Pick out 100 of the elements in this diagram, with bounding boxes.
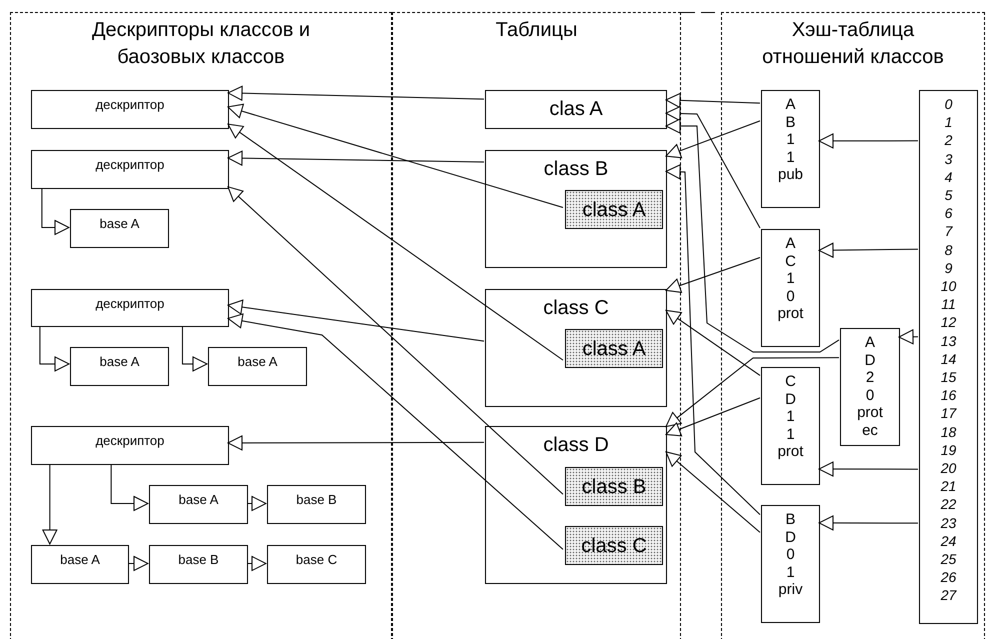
table-title: class B [542, 157, 610, 181]
hash-index: 3 [944, 150, 954, 168]
record-field: 1 [762, 270, 819, 288]
box-label: base A [98, 353, 140, 370]
base-class-box [149, 485, 248, 524]
hash-array-box [919, 90, 978, 624]
base-class-box [267, 545, 366, 584]
record-field: pub [762, 166, 819, 184]
record-field: 1 [762, 564, 819, 581]
hash-index: 13 [940, 332, 958, 350]
relation-record-box [761, 505, 820, 623]
relation-record-box [761, 229, 820, 347]
nested-class-box [565, 190, 663, 229]
base-class-box [70, 347, 169, 386]
hash-index: 14 [940, 350, 958, 368]
arrow [228, 124, 564, 361]
class-table-box [485, 426, 667, 584]
box-label: class B [580, 475, 648, 499]
arrow [898, 329, 918, 344]
relation-record-box [761, 90, 820, 208]
arrow [666, 451, 760, 533]
record-field: C [762, 373, 819, 390]
hash-index: 16 [940, 386, 958, 404]
hash-index: 25 [940, 550, 958, 568]
arrow [228, 186, 564, 495]
arrow [666, 257, 760, 293]
arrow [182, 326, 208, 372]
lane-heading: Хэш-таблица отношений классов [761, 18, 945, 70]
table-title: class C [542, 296, 610, 320]
arrow [666, 357, 840, 428]
arrow [39, 326, 70, 372]
arrow [666, 120, 760, 158]
box-label: дескриптор [94, 156, 166, 173]
box-label: дескриптор [94, 432, 166, 449]
arrow [666, 397, 760, 436]
arrow [246, 496, 266, 511]
record-field: A [762, 235, 819, 252]
relation-record-box [840, 328, 900, 446]
hash-index: 27 [940, 586, 958, 605]
record-field: B [762, 114, 819, 131]
hash-index: 23 [940, 514, 958, 532]
box-label: дескриптор [94, 295, 166, 312]
box-label: base A [178, 491, 220, 508]
table-title: clas A [548, 97, 604, 121]
box-label: base B [177, 551, 220, 568]
record-field: B [762, 511, 819, 528]
arrow [818, 462, 918, 477]
box-label: дескриптор [94, 96, 166, 113]
record-field: A [762, 96, 819, 114]
record-field: 1 [762, 408, 819, 426]
base-class-box [70, 209, 169, 248]
arrow [818, 242, 918, 258]
hash-index: 17 [940, 404, 958, 423]
hash-index: 11 [940, 295, 957, 314]
arrow [41, 188, 70, 235]
lane-heading: Дескрипторы классов и баозовых классов [90, 18, 312, 70]
arrow [666, 164, 760, 516]
record-field: A [841, 334, 899, 352]
arrow [228, 86, 484, 101]
arrow [246, 556, 266, 571]
base-class-box [267, 485, 366, 524]
record-field: D [841, 352, 899, 369]
record-field: priv [762, 581, 819, 598]
arrow [818, 133, 918, 148]
record-field: C [762, 252, 819, 270]
box-label: class A [581, 198, 647, 222]
record-field: 1 [762, 426, 819, 443]
nested-class-box [565, 467, 663, 506]
arrow [666, 106, 760, 228]
hash-index: 2 [944, 131, 954, 150]
hash-index: 18 [940, 422, 958, 441]
hash-index: 21 [940, 477, 958, 496]
hash-index: 8 [944, 240, 954, 259]
descriptor-box [31, 426, 229, 465]
hash-index: 9 [944, 258, 954, 278]
arrow [42, 464, 58, 544]
descriptor-box [31, 90, 229, 129]
box-label: base A [236, 353, 278, 370]
record-field: prot [841, 404, 899, 422]
record-field: 1 [762, 131, 819, 148]
arrow [666, 118, 840, 352]
arrow [128, 556, 148, 571]
swimlane [10, 12, 392, 639]
hash-index: 5 [944, 186, 954, 204]
arrow [228, 313, 564, 550]
base-class-box [31, 545, 129, 584]
swimlane [392, 12, 681, 639]
arrow [228, 435, 484, 450]
hash-index: 20 [940, 459, 958, 478]
descriptor-box [31, 289, 229, 327]
hash-index: 19 [940, 440, 958, 460]
nested-class-box [565, 329, 663, 368]
nested-class-box [565, 526, 663, 565]
record-field: ec [841, 422, 899, 439]
hash-index: 7 [944, 222, 954, 241]
swimlane [721, 12, 985, 639]
arrow [228, 150, 484, 166]
box-label: base A [98, 215, 140, 232]
class-table-box [485, 150, 667, 268]
hash-index: 15 [940, 368, 958, 386]
